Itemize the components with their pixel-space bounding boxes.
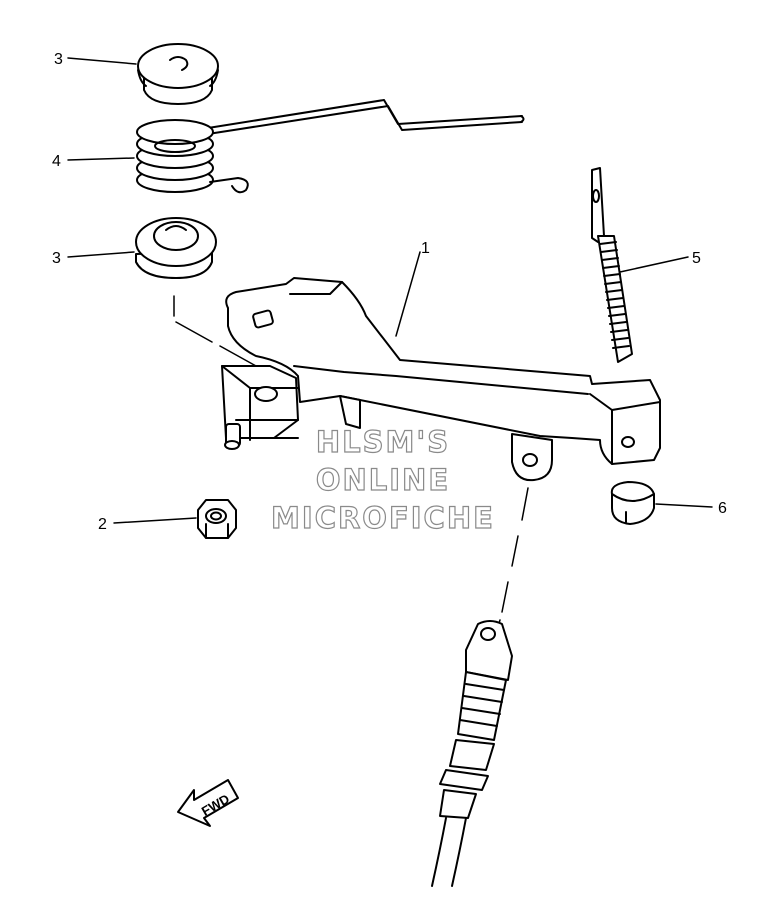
adjustment-screw bbox=[591, 167, 633, 363]
watermark-line-2: ONLINE bbox=[316, 463, 450, 497]
callout-4: 4 bbox=[52, 153, 61, 170]
callout-1: 1 bbox=[421, 240, 430, 257]
torsion-spring bbox=[136, 99, 525, 194]
watermark-line-3: MICROFICHE bbox=[271, 501, 495, 535]
callout-6: 6 bbox=[718, 500, 727, 517]
callout-3-top: 3 bbox=[54, 51, 63, 68]
grommet-bottom bbox=[135, 217, 217, 279]
alignment-line-grommet bbox=[173, 295, 257, 367]
control-cable bbox=[431, 620, 513, 887]
cap-nut bbox=[610, 481, 655, 525]
forward-arrow-icon: FWD bbox=[177, 779, 239, 827]
alignment-line-cable bbox=[496, 487, 529, 631]
watermark-line-1: HLSM'S bbox=[316, 425, 450, 459]
callout-5: 5 bbox=[692, 250, 701, 267]
leader-lines bbox=[67, 57, 713, 524]
bracket bbox=[221, 277, 661, 482]
callout-3-bottom: 3 bbox=[52, 250, 61, 267]
grommet-top bbox=[137, 43, 219, 105]
hex-nut bbox=[197, 499, 237, 539]
callout-2: 2 bbox=[98, 516, 107, 533]
